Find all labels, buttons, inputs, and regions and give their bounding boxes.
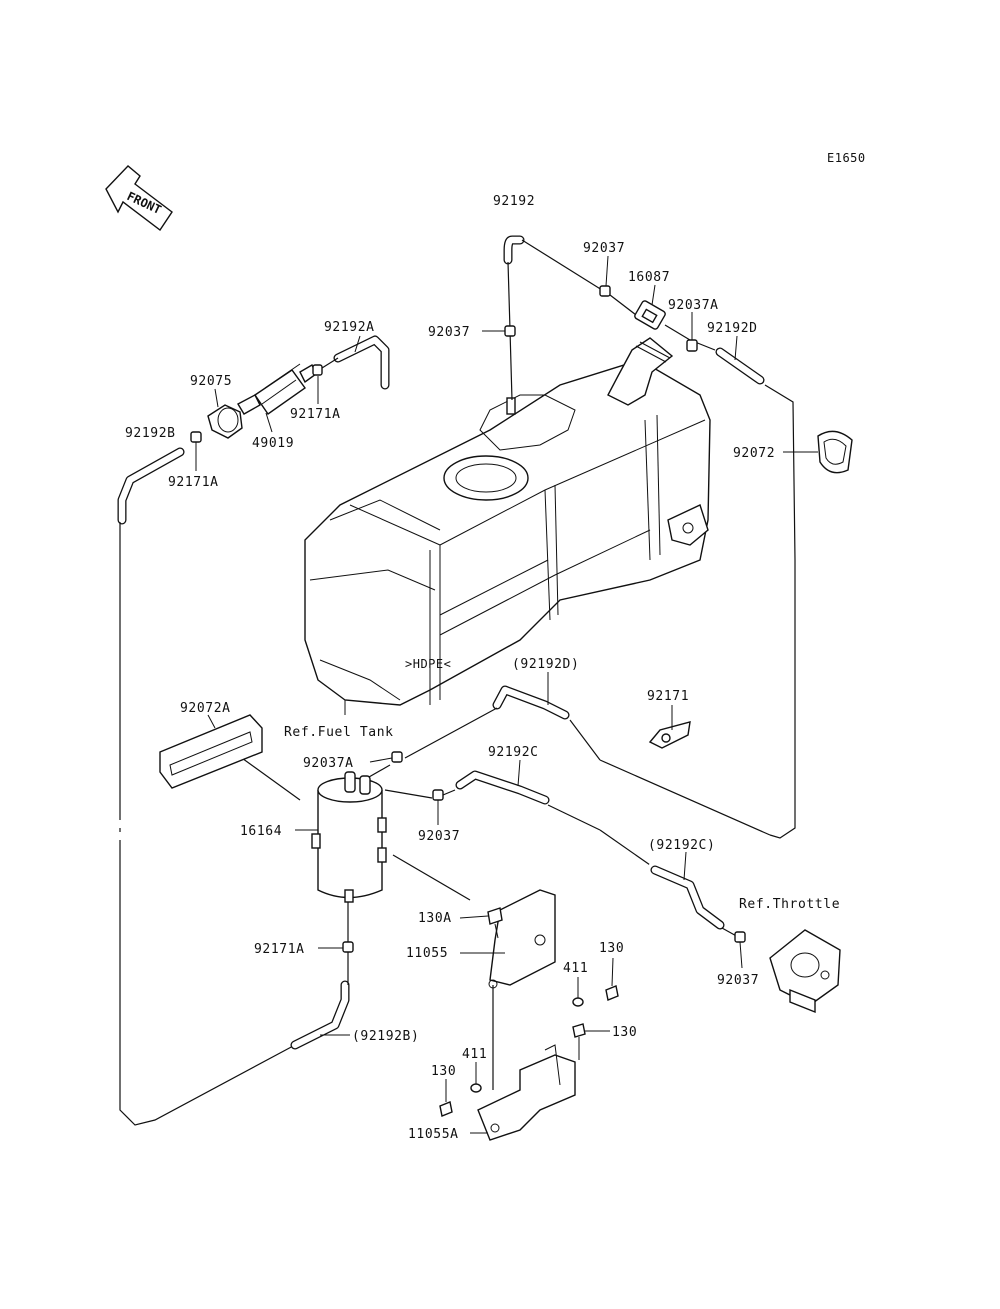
clamp-92037A-top bbox=[686, 339, 698, 352]
label-92192B-paren: (92192B) bbox=[352, 1029, 419, 1044]
label-92037-top: 92037 bbox=[583, 241, 625, 256]
clip-92072 bbox=[817, 430, 853, 474]
label-92037A-mid: 92037A bbox=[303, 756, 354, 771]
diagram-code: E1650 bbox=[827, 151, 866, 165]
label-92075: 92075 bbox=[190, 374, 232, 389]
label-92037-right: 92037 bbox=[717, 973, 759, 988]
label-92037A-top: 92037A bbox=[668, 298, 719, 313]
ref-fuel-tank: Ref.Fuel Tank bbox=[284, 725, 394, 740]
label-130-mid: 130 bbox=[612, 1025, 637, 1040]
label-92171A-mid: 92171A bbox=[290, 407, 341, 422]
clip-92171 bbox=[648, 721, 691, 749]
label-92192D: 92192D bbox=[707, 321, 758, 336]
label-92192: 92192 bbox=[493, 194, 535, 209]
front-direction-arrow-icon: FRONT bbox=[105, 165, 173, 232]
tank-vent-fitting bbox=[506, 397, 516, 415]
tank-mark-icon: >HDPE< bbox=[405, 657, 451, 671]
label-49019: 49019 bbox=[252, 436, 294, 451]
label-92072A: 92072A bbox=[180, 701, 231, 716]
washer-411-right bbox=[572, 997, 584, 1007]
clamp-92037-top bbox=[599, 285, 611, 297]
label-92171: 92171 bbox=[647, 689, 689, 704]
bracket-11055 bbox=[488, 889, 556, 989]
clamp-92171A-low bbox=[342, 941, 354, 953]
label-11055: 11055 bbox=[406, 946, 448, 961]
label-92037-left: 92037 bbox=[428, 325, 470, 340]
label-92192D-paren: (92192D) bbox=[512, 657, 579, 672]
label-130-left: 130 bbox=[431, 1064, 456, 1079]
fuel-tank-drawing: >HDPE< bbox=[304, 359, 711, 706]
label-16087: 16087 bbox=[628, 270, 670, 285]
canister-16164 bbox=[311, 771, 387, 903]
label-92072: 92072 bbox=[733, 446, 775, 461]
bolt-130-mid bbox=[572, 1023, 586, 1060]
label-92192B: 92192B bbox=[125, 426, 176, 441]
clamp-92037-mid bbox=[432, 789, 444, 801]
label-411-right: 411 bbox=[563, 961, 588, 976]
label-130-right: 130 bbox=[599, 941, 624, 956]
bolt-130A bbox=[487, 907, 503, 939]
fuel-filter-49019 bbox=[237, 363, 317, 415]
ref-throttle: Ref.Throttle bbox=[739, 897, 840, 912]
washer-411-left bbox=[470, 1083, 482, 1093]
filler-neck-drawing bbox=[607, 337, 674, 406]
bolt-130-right bbox=[605, 985, 619, 1001]
label-92171A-low: 92171A bbox=[254, 942, 305, 957]
label-411-left: 411 bbox=[462, 1047, 487, 1062]
clamp-92171A-mid bbox=[312, 364, 323, 376]
clamp-92037-right bbox=[734, 931, 746, 943]
hose-line-top bbox=[521, 239, 603, 291]
label-92171A-left: 92171A bbox=[168, 475, 219, 490]
holder-92075 bbox=[207, 404, 243, 439]
clamp-92171A-left bbox=[190, 431, 202, 443]
bracket-11055A bbox=[477, 1044, 576, 1141]
label-92037-mid: 92037 bbox=[418, 829, 460, 844]
label-16164: 16164 bbox=[240, 824, 282, 839]
label-130A: 130A bbox=[418, 911, 452, 926]
label-92192C-paren: (92192C) bbox=[648, 838, 715, 853]
label-92192A: 92192A bbox=[324, 320, 375, 335]
label-11055A: 11055A bbox=[408, 1127, 459, 1142]
throttle-body-drawing bbox=[769, 929, 841, 1014]
bolt-130-left bbox=[439, 1101, 453, 1117]
valve-16087 bbox=[634, 300, 666, 330]
clamp-92037A-mid bbox=[391, 751, 403, 763]
leader-lines bbox=[195, 255, 818, 1134]
label-92192C: 92192C bbox=[488, 745, 539, 760]
strap-92072A bbox=[159, 714, 263, 789]
clamp-92037-left bbox=[504, 325, 516, 337]
